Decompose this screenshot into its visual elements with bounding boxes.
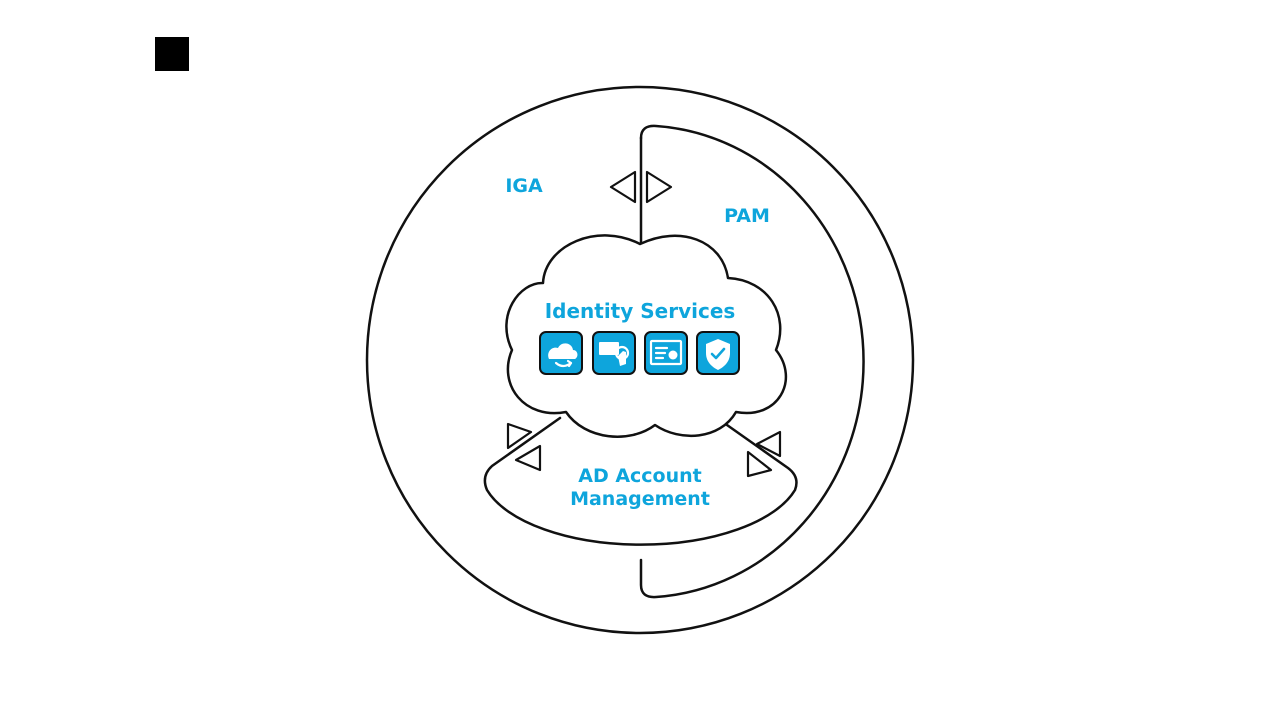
ad-label-line1: AD Account — [578, 465, 702, 487]
arrow-down-right-icon — [506, 422, 533, 450]
cloud-sync-icon — [539, 331, 583, 375]
ad-label-line2: Management — [570, 488, 710, 510]
arrow-up-right-icon — [755, 430, 782, 458]
shield-check-icon — [696, 331, 740, 375]
service-icons — [539, 331, 740, 375]
arrow-left-icon — [609, 170, 637, 204]
ad-band — [483, 416, 798, 546]
outer-circle — [365, 85, 915, 635]
touch-screen-icon — [592, 331, 636, 375]
identity-services-title: Identity Services — [545, 299, 736, 323]
iga-label: IGA — [505, 175, 543, 197]
arrow-down-left-icon — [746, 450, 773, 478]
arrow-up-left-icon — [514, 444, 542, 472]
certificate-icon — [644, 331, 688, 375]
pam-label: PAM — [724, 205, 770, 227]
corner-square — [155, 37, 189, 71]
arrow-right-icon — [645, 170, 673, 204]
